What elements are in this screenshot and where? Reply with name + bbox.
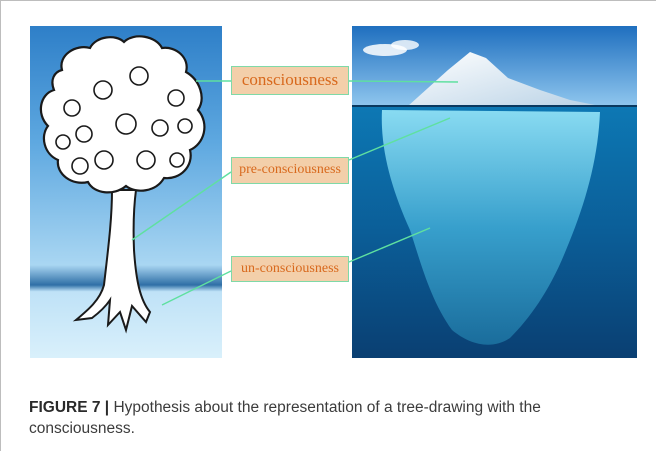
label-pre-consciousness: pre-consciousness bbox=[231, 157, 349, 184]
tree-drawing-panel bbox=[30, 26, 222, 358]
figure-number: FIGURE 7 | bbox=[29, 399, 109, 416]
label-un-consciousness: un-consciousness bbox=[231, 256, 349, 282]
iceberg-photo-panel bbox=[352, 26, 637, 358]
figure-caption: FIGURE 7 | Hypothesis about the represen… bbox=[29, 397, 639, 439]
figure-illustration bbox=[0, 0, 657, 370]
label-consciousness: consciousness bbox=[231, 66, 349, 95]
